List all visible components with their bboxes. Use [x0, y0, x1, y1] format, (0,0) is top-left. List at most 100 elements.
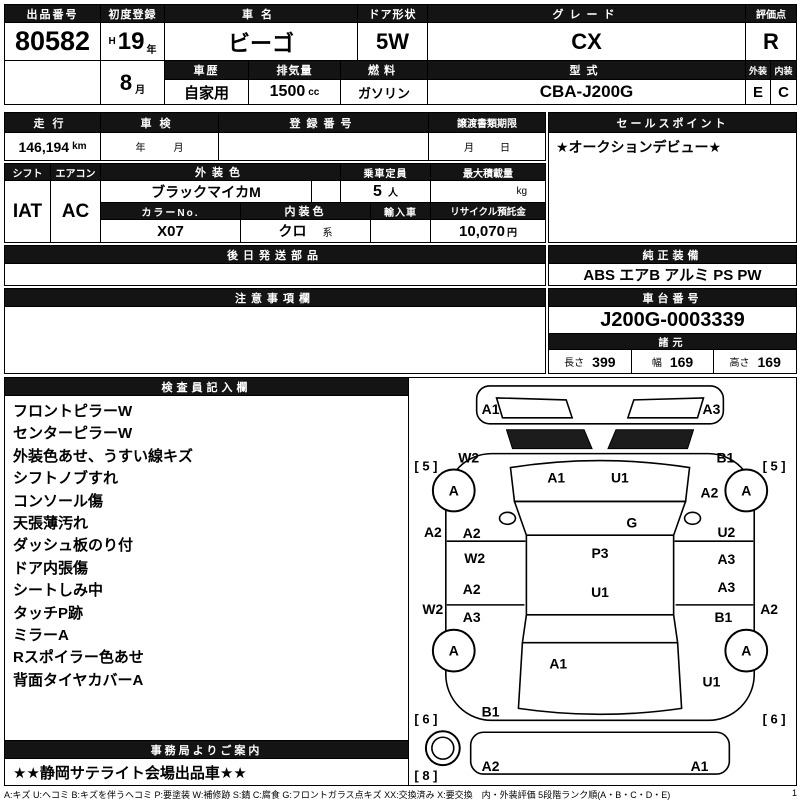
- displacement-label: 排気量: [248, 60, 341, 80]
- length-value: 399: [592, 353, 616, 370]
- shaken-year-unit: 年: [135, 143, 146, 154]
- legend-row: A:キズ U:ヘコミ B:キズを伴うヘコミ P:要塗装 W:補修跡 S:錆 C:…: [4, 788, 797, 800]
- roof-outline: [525, 535, 675, 616]
- interior-grade-label: 内装: [770, 60, 797, 80]
- height-value: 169: [757, 353, 781, 370]
- length-label: 長さ: [564, 358, 585, 369]
- inspector-note-item: 天張薄汚れ: [13, 515, 89, 533]
- height-cell: 高さ 169: [713, 350, 796, 373]
- inspector-note-item: コンソール傷: [13, 492, 104, 510]
- inspector-note-item: ミラーA: [13, 627, 69, 645]
- caution-label: 注意事項欄: [4, 288, 546, 307]
- transfer-deadline-label: 譲渡書類期限: [428, 112, 546, 133]
- registration-no-value: [218, 132, 429, 161]
- wheel-grade-label: A: [449, 482, 459, 498]
- later-parts-label: 後日発送部品: [4, 245, 546, 264]
- color-no-value: X07: [100, 219, 241, 243]
- width-label: 幅: [651, 358, 662, 369]
- wheel-front-right: [724, 468, 769, 513]
- max-load-label: 最大積載量: [430, 163, 546, 181]
- car-name-label: 車名: [164, 4, 358, 23]
- reg-year: 19: [117, 27, 145, 55]
- exterior-color-value: ブラックマイカM: [100, 180, 312, 203]
- first-reg-label: 初度登録: [100, 4, 165, 23]
- office-message: ★★静岡サテライト会場出品車★★: [4, 758, 409, 786]
- body-outline: [445, 452, 756, 722]
- wheel-grade-label: A: [741, 643, 751, 659]
- caution-value: [4, 306, 546, 374]
- damage-code-label: W2: [422, 601, 443, 617]
- capacity-unit: 人: [387, 188, 398, 199]
- transfer-deadline-value: 月 日: [428, 132, 546, 161]
- max-load-unit: kg: [516, 186, 527, 197]
- aircon-value: AC: [50, 180, 101, 243]
- inspector-note-item: ドア内張傷: [13, 559, 89, 577]
- reg-month: 8: [119, 69, 133, 95]
- interior-color-value: クロ系: [240, 219, 371, 243]
- damage-code-label: B1: [716, 450, 734, 466]
- sales-point-value: ★オークションデビュー★: [548, 132, 797, 243]
- exterior-grade-label: 外装: [745, 60, 771, 80]
- damage-code-label: A2: [760, 601, 778, 617]
- wheel-front-left: [431, 468, 476, 513]
- auction-no-label: 出品番号: [4, 4, 101, 23]
- damage-code-label: B1: [482, 703, 500, 719]
- damage-code-label: U2: [717, 524, 735, 540]
- interior-color-suffix: 系: [322, 227, 333, 239]
- inspector-note-item: 背面タイヤカバーA: [13, 671, 144, 689]
- spare-tire-outer: [424, 730, 461, 767]
- rear-window: [521, 614, 679, 644]
- equipment-value: ABS エアB アルミ PS PW: [548, 263, 797, 286]
- width-cell: 幅 169: [630, 350, 714, 373]
- office-label: 事務局よりご案内: [4, 740, 409, 759]
- dimensions-row: 長さ 399 幅 169 高さ 169: [548, 349, 797, 374]
- damage-code-label: A3: [717, 579, 735, 595]
- inspector-note-item: センターピラーW: [13, 425, 133, 443]
- recycle-deposit-label: リサイクル預託金: [430, 202, 546, 220]
- damage-code-label: U1: [703, 673, 721, 689]
- score-value: R: [745, 22, 797, 61]
- dimensions-label: 諸元: [548, 333, 797, 350]
- chassis-no-label: 車台番号: [548, 288, 797, 307]
- door-shape-value: 5W: [357, 22, 428, 61]
- history-value: 自家用: [164, 79, 249, 105]
- wheel-grade-label: A: [449, 643, 459, 659]
- displacement-number: 1500: [269, 83, 306, 100]
- grille-right: [607, 429, 695, 450]
- score-label: 評価点: [745, 4, 797, 23]
- mirror-left: [498, 511, 517, 526]
- damage-code-label: A2: [424, 524, 442, 540]
- damage-code-label: A1: [549, 656, 567, 672]
- shift-value: IAT: [4, 180, 51, 243]
- damage-code-label: A1: [547, 469, 565, 485]
- recycle-fee-number: 10,070: [459, 222, 505, 240]
- recycle-fee-unit: 円: [506, 227, 517, 239]
- later-parts-value: [4, 263, 546, 286]
- mirror-right: [683, 511, 702, 526]
- max-load-value: kg: [430, 180, 546, 203]
- page-number: 1: [791, 788, 797, 798]
- auction-no-value: 80582: [4, 22, 101, 61]
- auction-no-empty-box: [4, 60, 101, 105]
- capacity-number: 5: [373, 182, 382, 200]
- panel-number-label: [ 8 ]: [414, 768, 437, 783]
- grade-value: CX: [427, 22, 746, 61]
- damage-code-label: A2: [463, 581, 481, 597]
- headlight-right: [626, 397, 705, 419]
- damage-code-label: U1: [591, 584, 609, 600]
- exterior-color-extra-cell: [311, 180, 341, 203]
- model-code-value: CBA-J200G: [427, 79, 746, 105]
- registration-no-label: 登録番号: [218, 112, 429, 133]
- damage-code-label: A2: [701, 484, 719, 500]
- headlight-left: [495, 397, 574, 419]
- equipment-label: 純正装備: [548, 245, 797, 264]
- damage-code-label: W2: [458, 450, 479, 466]
- chassis-no-value: J200G-0003339: [548, 306, 797, 334]
- damage-code-label: A2: [463, 525, 481, 541]
